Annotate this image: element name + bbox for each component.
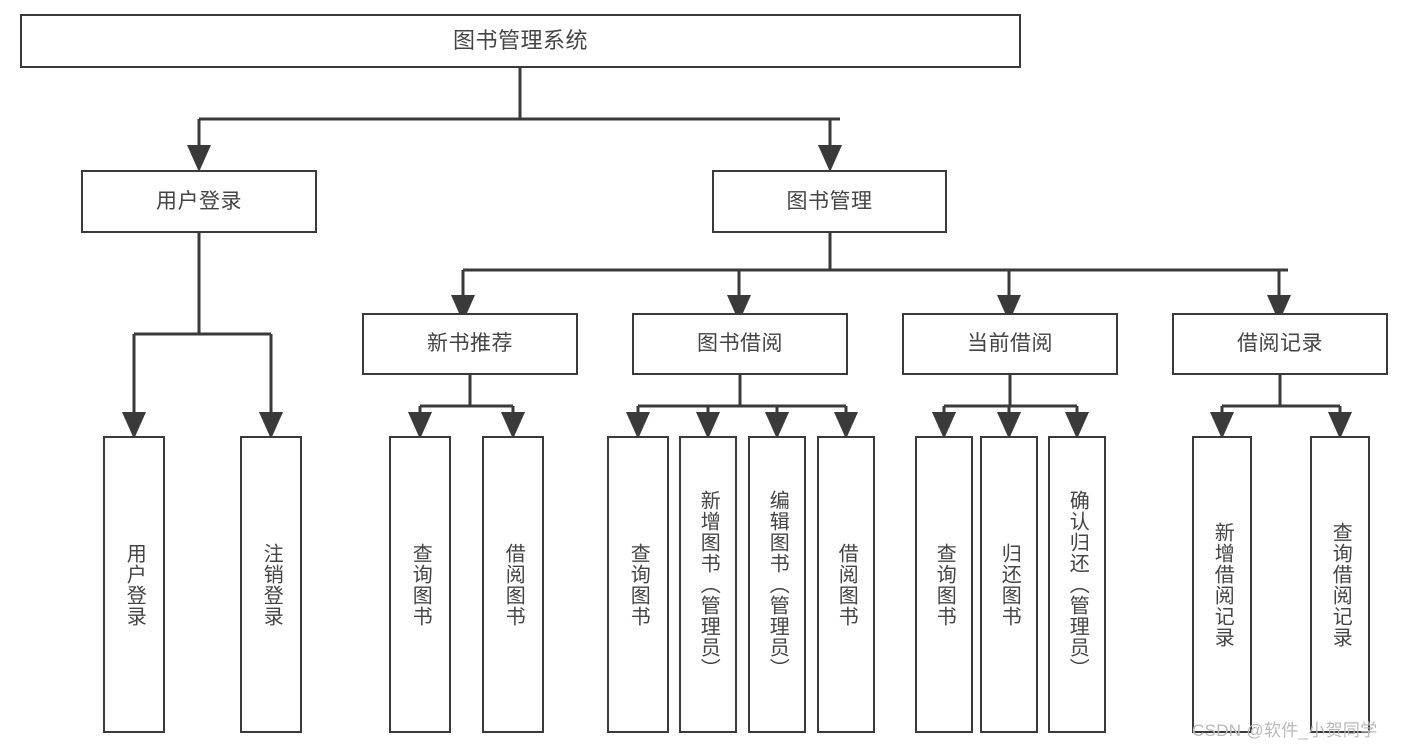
node-label: 查询图书: [933, 542, 956, 627]
node-leaf-query-record[interactable]: 查询借阅记录: [1310, 436, 1370, 733]
edge-bookmanage-to-level2: [451, 233, 1291, 322]
node-leaf-add-book[interactable]: 新增图书（管理员）: [679, 436, 737, 733]
watermark-text: CSDN @软件_小贺同学: [1192, 721, 1378, 740]
edge-newbook-to-leaves: [408, 375, 525, 439]
node-label: 用户登录: [156, 189, 242, 213]
edge-currentborrow-to-leaves: [932, 375, 1089, 439]
node-leaf-query-book-3[interactable]: 查询图书: [915, 436, 973, 733]
node-label: 归还图书: [998, 542, 1021, 627]
node-user-login[interactable]: 用户登录: [81, 170, 317, 233]
node-label: 图书借阅: [697, 332, 783, 356]
node-leaf-confirm-return[interactable]: 确认归还（管理员）: [1048, 436, 1106, 733]
node-label: 查询图书: [409, 542, 432, 627]
node-leaf-logout[interactable]: 注销登录: [240, 436, 302, 733]
node-leaf-return-book[interactable]: 归还图书: [980, 436, 1038, 733]
node-label: 当前借阅: [967, 332, 1053, 356]
node-leaf-query-book-1[interactable]: 查询图书: [389, 436, 451, 733]
node-label: 借阅图书: [502, 542, 525, 627]
node-label: 查询借阅记录: [1329, 521, 1352, 648]
node-book-borrow[interactable]: 图书借阅: [632, 313, 848, 375]
node-leaf-user-login[interactable]: 用户登录: [103, 436, 165, 733]
node-new-book-recommend[interactable]: 新书推荐: [362, 313, 578, 375]
node-book-manage[interactable]: 图书管理: [712, 170, 947, 233]
node-label: 确认归还（管理员）: [1066, 490, 1089, 679]
node-label: 编辑图书（管理员）: [766, 490, 789, 679]
node-label: 新增图书（管理员）: [697, 490, 720, 679]
node-label: 新增借阅记录: [1211, 521, 1234, 648]
node-leaf-edit-book[interactable]: 编辑图书（管理员）: [748, 436, 806, 733]
node-borrow-record[interactable]: 借阅记录: [1172, 313, 1388, 375]
node-current-borrow[interactable]: 当前借阅: [902, 313, 1118, 375]
node-label: 图书管理: [786, 189, 873, 213]
node-label: 新书推荐: [427, 332, 513, 356]
edge-borrowrecord-to-leaves: [1210, 375, 1352, 439]
node-label: 查询图书: [627, 542, 650, 627]
node-label: 借阅记录: [1237, 332, 1323, 356]
node-label: 注销登录: [260, 542, 283, 627]
node-label: 图书管理系统: [452, 27, 588, 53]
node-root-system[interactable]: 图书管理系统: [20, 14, 1021, 68]
node-label: 借阅图书: [835, 542, 858, 627]
node-leaf-borrow-book-1[interactable]: 借阅图书: [482, 436, 544, 733]
node-leaf-query-book-2[interactable]: 查询图书: [607, 436, 669, 733]
edge-bookborrow-to-leaves: [626, 375, 858, 439]
edge-userlogin-to-leaves: [122, 233, 283, 439]
node-leaf-add-record[interactable]: 新增借阅记录: [1192, 436, 1252, 733]
node-label: 用户登录: [123, 542, 146, 627]
node-leaf-borrow-book-2[interactable]: 借阅图书: [817, 436, 875, 733]
edge-root-to-level1: [187, 68, 842, 172]
